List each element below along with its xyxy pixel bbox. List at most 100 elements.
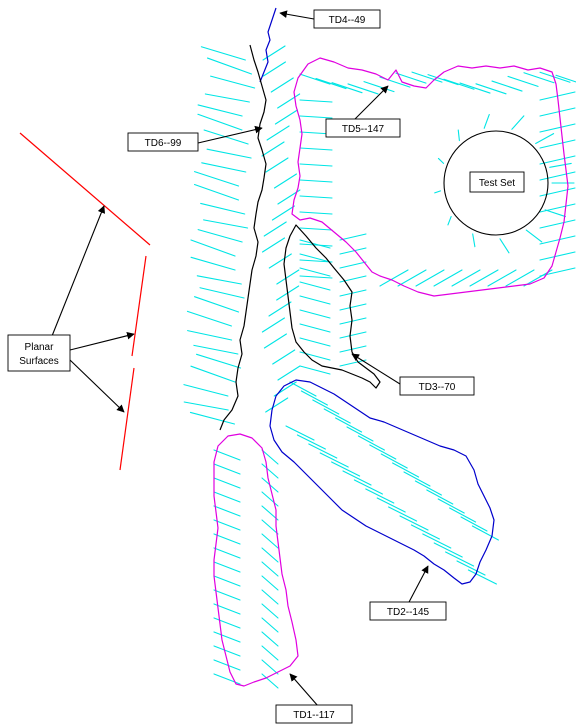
arrow-td5 [353, 85, 389, 121]
normal-needle [299, 195, 333, 199]
normal-needle [193, 183, 240, 201]
normal-needle [342, 470, 372, 486]
normal-needle [203, 219, 249, 229]
normal-needle [183, 384, 229, 397]
normal-needle [315, 78, 347, 90]
normal-needle [376, 497, 406, 513]
normal-needle [213, 491, 241, 503]
normal-needle [460, 516, 488, 532]
planar-line-1 [19, 132, 151, 246]
label-td1: TD1--117 [275, 704, 353, 724]
normal-needle [203, 129, 249, 145]
normal-needle [213, 533, 241, 545]
label-test-set-text: Test Set [479, 178, 515, 189]
normal-needle [200, 202, 246, 215]
normal-needle [213, 561, 241, 573]
normal-needle [299, 253, 331, 263]
normal-needle [523, 72, 555, 84]
normal-needle [213, 673, 241, 685]
normal-needle [261, 449, 279, 465]
normal-needle [201, 162, 247, 173]
normal-needle [274, 109, 298, 125]
normal-needle [271, 205, 295, 221]
normal-needle [261, 533, 279, 549]
normal-needle [299, 365, 331, 375]
normal-needle [266, 125, 290, 141]
normal-needle [339, 303, 367, 311]
normal-needle [213, 659, 241, 671]
normal-needle [190, 256, 236, 271]
normal-needle [447, 215, 452, 226]
normal-needle [299, 243, 333, 247]
normal-needle [204, 93, 250, 103]
normal-needle [346, 426, 374, 442]
normal-needle [511, 115, 525, 130]
normal-needle [483, 114, 490, 129]
normal-needle [263, 221, 287, 237]
td5-curve [291, 57, 569, 297]
surface-curves [213, 7, 569, 687]
normal-needle [549, 162, 572, 168]
normal-needle [449, 507, 477, 523]
normal-needle [363, 81, 395, 93]
normal-needle [422, 533, 452, 549]
normal-needle [299, 73, 331, 85]
normal-needle [276, 269, 300, 285]
normal-needle [299, 267, 331, 277]
normal-needle [539, 171, 576, 181]
normal-needle [539, 251, 576, 261]
normal-needle [213, 449, 241, 461]
normal-needle [459, 82, 491, 94]
normal-needle [410, 524, 440, 540]
normal-needle [445, 551, 475, 567]
normal-needle [539, 219, 576, 229]
normal-needle [261, 463, 279, 479]
td3-curve [283, 224, 381, 389]
arrow-planar-3 [69, 359, 125, 413]
normal-needle [261, 645, 279, 661]
normal-needle [339, 261, 367, 269]
normal-needle [265, 157, 289, 173]
normal-needle [261, 575, 279, 591]
normal-needle [339, 233, 367, 241]
arrow-planar-1 [51, 205, 106, 337]
normal-needle [261, 317, 285, 333]
td1-curve [213, 433, 299, 687]
normal-needle [213, 463, 241, 475]
normal-needle [415, 269, 445, 287]
normal-needle [261, 589, 279, 605]
normal-needle [539, 267, 576, 277]
normal-needle [469, 269, 499, 287]
normal-needle [261, 237, 286, 253]
normal-needle [380, 453, 408, 469]
label-td3: TD3--70 [399, 376, 475, 396]
normal-needle [443, 78, 475, 90]
normal-needle [272, 349, 296, 365]
normal-needle [365, 488, 395, 504]
normal-needle [403, 471, 431, 487]
normal-needle [213, 589, 241, 601]
normal-needle [289, 381, 317, 397]
normal-needle [456, 560, 486, 576]
label-td4: TD4--49 [313, 9, 381, 29]
normal-needle [347, 83, 379, 95]
normal-needle [213, 617, 241, 629]
normal-needle [426, 489, 454, 505]
normal-needle [299, 163, 333, 167]
normal-needle [427, 74, 459, 86]
normal-needle [539, 123, 576, 133]
normal-needle [525, 229, 543, 243]
normal-needle [539, 235, 576, 245]
normal-needle [299, 337, 331, 347]
normal-needle [186, 310, 232, 327]
normal-needle [299, 179, 333, 183]
label-test-set: Test Set [469, 171, 525, 193]
normal-needle [197, 104, 243, 117]
normal-needle [183, 401, 229, 411]
normal-needle [263, 333, 287, 349]
normal-needle [319, 452, 349, 468]
normal-needle [539, 203, 576, 213]
normal-needle [206, 57, 253, 75]
normal-needle [507, 75, 539, 87]
normal-needle [399, 515, 429, 531]
